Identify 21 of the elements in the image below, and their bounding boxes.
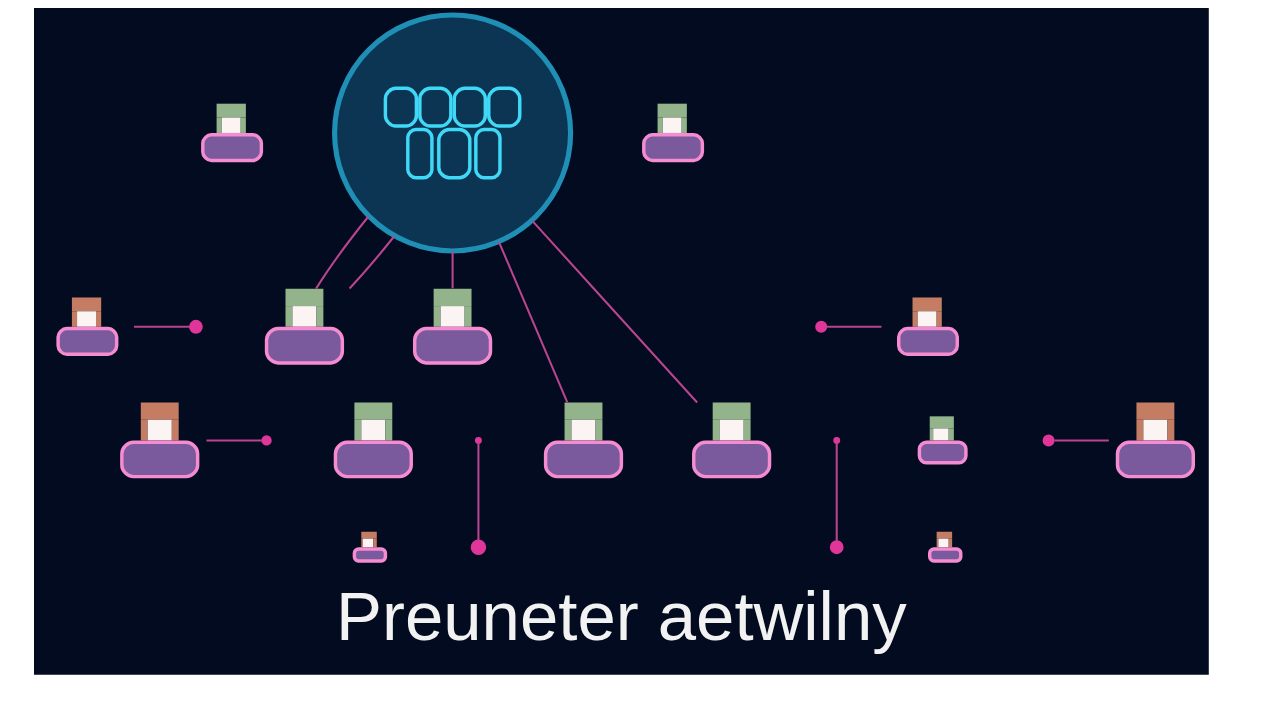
node-circle [474,437,482,444]
node-circle [815,320,828,333]
node-circle [332,12,574,254]
node-circle [470,539,487,555]
connector [497,241,569,403]
node-circle [261,435,272,446]
connector [315,215,370,290]
node-circle [833,437,841,444]
node-circle [829,540,844,555]
node-circle [189,319,203,334]
diagram-title: Preuneter aetwilny [336,578,907,656]
connector [531,220,698,404]
connector [835,443,838,542]
connector [1054,439,1109,442]
connector [348,235,396,290]
connector [827,325,882,328]
connector [206,439,262,442]
connector [134,325,190,328]
connector [477,443,480,541]
node-circle [1042,434,1055,447]
connector [451,251,454,289]
